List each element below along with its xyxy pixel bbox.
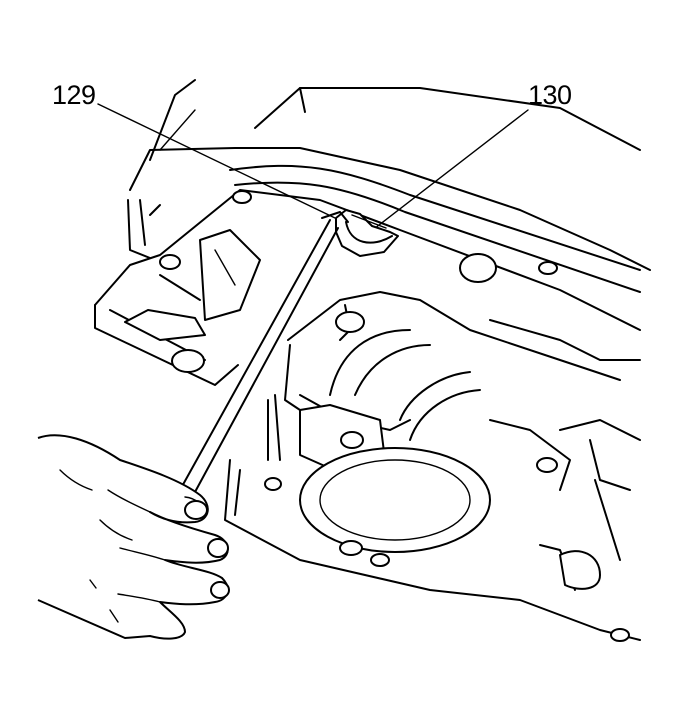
valve-body — [264, 291, 641, 567]
callout-129: 129 — [52, 80, 96, 110]
case-flange — [94, 189, 641, 386]
lower-case — [224, 459, 641, 642]
tool-129 — [179, 211, 349, 493]
upper-housing — [127, 79, 651, 271]
hand — [37, 434, 230, 640]
callout-130: 130 — [528, 80, 572, 110]
clip-130 — [335, 209, 399, 257]
leader-129 — [97, 103, 336, 219]
tube-upper — [229, 164, 641, 293]
leader-130 — [369, 109, 529, 233]
